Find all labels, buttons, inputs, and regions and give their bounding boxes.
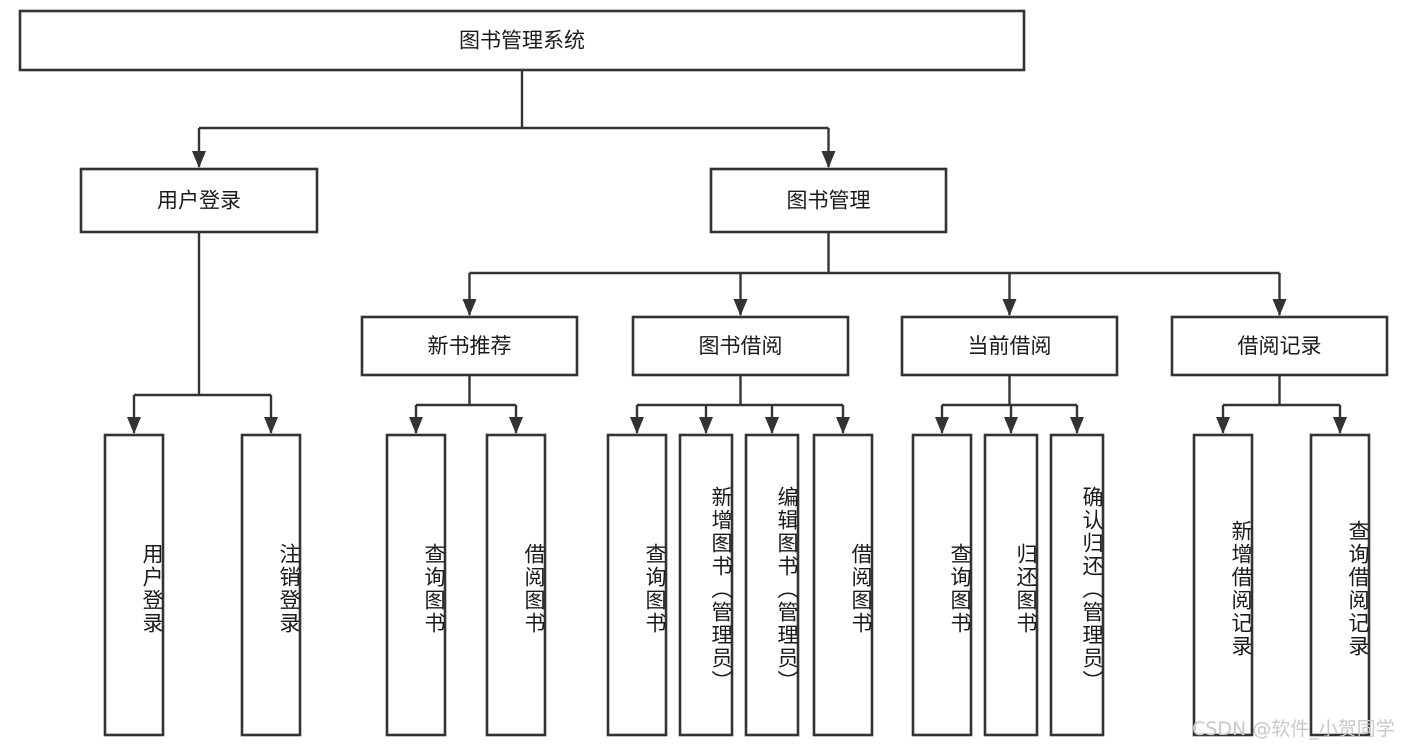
node-label: 借阅记录	[1238, 334, 1322, 358]
node-leaf-query-book-borrow[interactable]	[606, 433, 668, 737]
node-leaf-query-book-rec[interactable]	[385, 433, 447, 737]
node-leaf-add-book[interactable]	[678, 433, 734, 737]
node-label: 图书管理系统	[459, 29, 585, 53]
node-leaf-logout[interactable]	[240, 433, 302, 737]
node-new-book-recommend[interactable]	[360, 315, 579, 377]
arrow-head-icon	[1002, 299, 1017, 316]
node-leaf-borrow-book-rec[interactable]	[485, 433, 547, 737]
arrow-head-icon	[733, 299, 748, 316]
node-root-system[interactable]	[18, 9, 1026, 72]
node-user-login[interactable]	[79, 167, 319, 234]
node-leaf-confirm-return[interactable]	[1049, 433, 1105, 737]
arrow-head-icon	[509, 417, 523, 434]
node-current-borrow[interactable]	[900, 315, 1119, 377]
node-book-borrow[interactable]	[631, 315, 850, 377]
arrow-head-icon	[836, 417, 850, 434]
arrow-head-icon	[935, 417, 949, 434]
arrow-head-icon	[630, 417, 644, 434]
arrow-head-icon	[765, 417, 779, 434]
node-leaf-user-login[interactable]	[103, 433, 165, 737]
box-layer	[18, 9, 1389, 737]
node-label: 图书借阅	[699, 334, 783, 358]
arrow-head-icon	[409, 417, 423, 434]
node-leaf-edit-book[interactable]	[744, 433, 800, 737]
arrow-head-icon	[127, 417, 141, 434]
arrow-head-icon	[192, 151, 206, 168]
arrow-head-icon	[462, 299, 477, 316]
node-label: 新书推荐	[428, 334, 512, 358]
node-label: 用户登录	[157, 189, 241, 213]
arrow-head-icon	[264, 417, 278, 434]
arrow-head-icon	[699, 417, 713, 434]
arrow-head-icon	[1333, 417, 1347, 434]
node-book-manage[interactable]	[709, 167, 948, 234]
node-label: 当前借阅	[968, 334, 1052, 358]
node-label: 图书管理	[787, 189, 871, 213]
node-leaf-return-book[interactable]	[983, 433, 1039, 737]
node-leaf-query-book-current[interactable]	[911, 433, 973, 737]
arrow-head-icon	[1272, 299, 1287, 316]
arrow-head-icon	[1004, 417, 1018, 434]
node-leaf-add-record[interactable]	[1192, 433, 1254, 737]
arrow-head-icon	[1070, 417, 1084, 434]
connector-layer	[127, 70, 1347, 434]
node-borrow-records[interactable]	[1170, 315, 1389, 377]
csdn-watermark: CSDN @软件_小贺同学	[1192, 718, 1395, 740]
arrow-head-icon	[1216, 417, 1230, 434]
arrow-head-icon	[821, 151, 836, 168]
node-leaf-query-record[interactable]	[1309, 433, 1371, 737]
node-leaf-borrow-book[interactable]	[812, 433, 874, 737]
